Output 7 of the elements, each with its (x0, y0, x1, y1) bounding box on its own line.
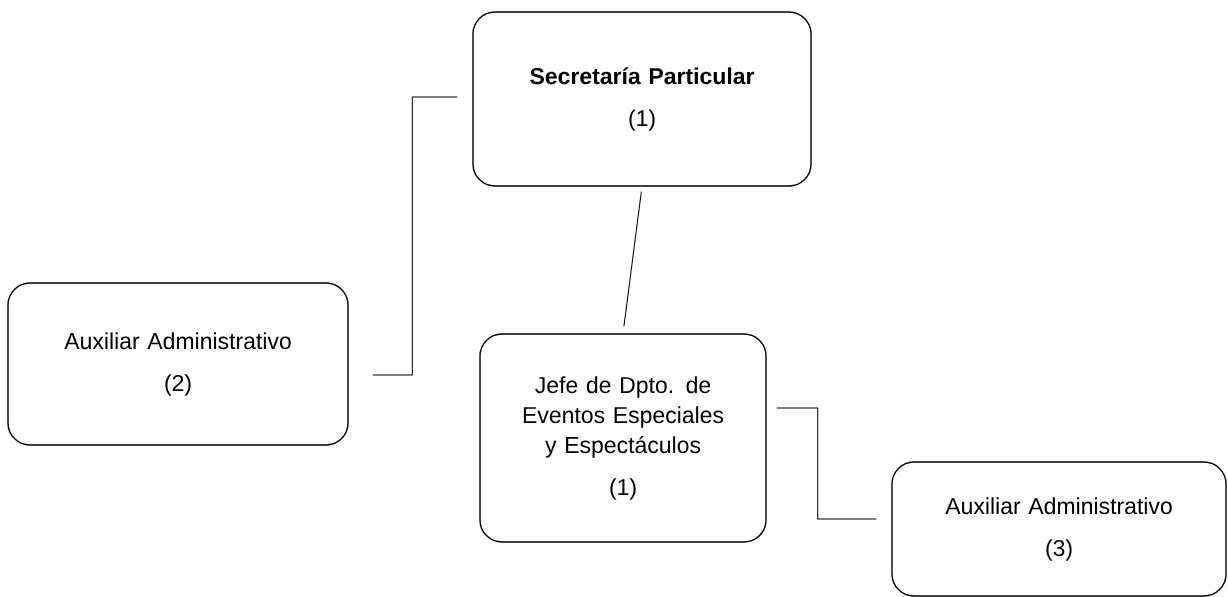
connector-line (372, 96, 458, 376)
connector-line (623, 191, 642, 327)
org-box: Secretaría Particular (1) (472, 11, 812, 187)
org-box: Auxiliar Administrativo (2) (7, 282, 349, 446)
connector-line (776, 407, 877, 520)
org-box: Auxiliar Administrativo (3) (891, 461, 1227, 597)
org-box: Jefe de Dpto. de Eventos Especiales y Espectáculos (1) (479, 333, 767, 543)
